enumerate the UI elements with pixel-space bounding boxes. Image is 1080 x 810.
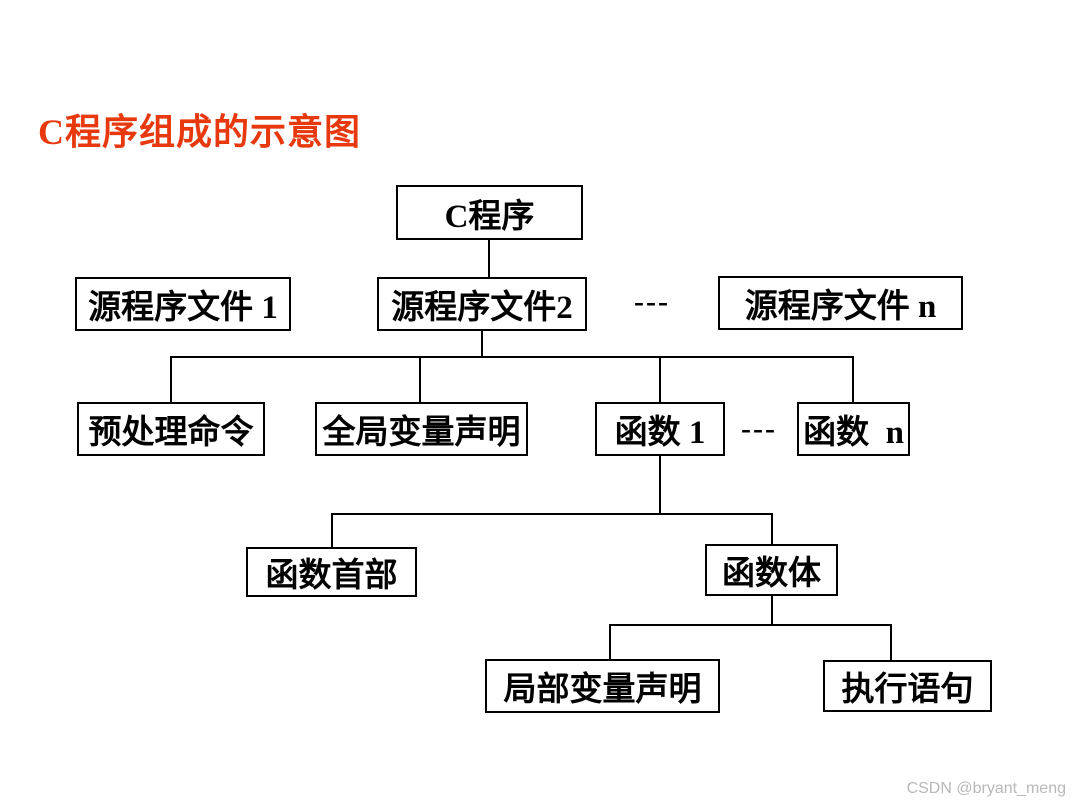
connector-drop-local-decl — [609, 624, 611, 659]
node-local-decl: 局部变量声明 — [485, 659, 720, 713]
connector-cprogram-to-srcfile2 — [488, 240, 490, 278]
node-src-file-2: 源程序文件2 — [377, 277, 587, 331]
connector-funcbody-stem — [771, 596, 773, 626]
ellipsis-src-files: --- — [634, 285, 670, 318]
node-func-1: 函数 1 — [595, 402, 725, 456]
connector-drop-global-decl — [419, 356, 421, 402]
connector-level5-rail — [610, 624, 892, 626]
node-src-file-1: 源程序文件 1 — [75, 277, 291, 331]
node-global-decl: 全局变量声明 — [315, 402, 528, 456]
connector-level4-rail — [332, 513, 773, 515]
page-title: C程序组成的示意图 — [38, 112, 361, 152]
node-src-file-n: 源程序文件 n — [718, 276, 963, 330]
ellipsis-funcs: --- — [741, 412, 777, 445]
connector-level3-rail — [170, 356, 854, 358]
csdn-watermark: CSDN @bryant_meng — [906, 780, 1066, 797]
connector-drop-func-n — [852, 356, 854, 402]
connector-drop-preprocessor — [170, 356, 172, 402]
node-c-program: C程序 — [396, 185, 583, 240]
connector-func1-stem — [659, 456, 661, 515]
connector-drop-exec-stmt — [890, 624, 892, 660]
node-func-header: 函数首部 — [246, 547, 417, 597]
node-func-n: 函数 n — [797, 402, 910, 456]
connector-drop-func-body — [771, 513, 773, 544]
node-preprocessor: 预处理命令 — [77, 402, 265, 456]
connector-drop-func-1 — [659, 356, 661, 402]
connector-drop-func-header — [331, 513, 333, 548]
connector-srcfile2-stem — [481, 331, 483, 358]
node-exec-stmt: 执行语句 — [823, 660, 992, 712]
node-func-body: 函数体 — [705, 544, 838, 596]
